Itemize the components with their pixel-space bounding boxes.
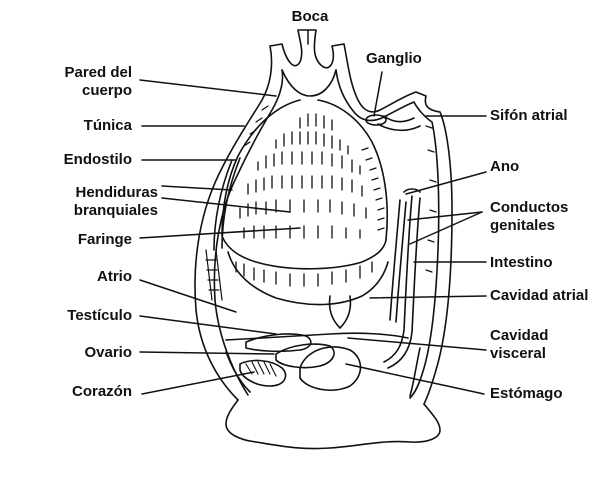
pharynx-basket	[221, 235, 387, 270]
left-wall-ladder	[205, 249, 223, 301]
label-ovario: Ovario	[84, 344, 132, 361]
pharynx-basket-lower	[227, 251, 389, 306]
label-tunica: Túnica	[83, 117, 132, 134]
ovary	[275, 343, 335, 369]
label-testiculo: Testículo	[67, 307, 132, 324]
heart	[239, 359, 287, 387]
tunic-outline	[194, 29, 453, 405]
pharynx-right-ribs	[361, 147, 385, 231]
pharynx-top	[221, 99, 389, 241]
label-sifon-atrial: Sifón atrial	[490, 107, 568, 124]
leader-lines	[139, 29, 487, 395]
heart-hatch	[245, 361, 277, 377]
ganglion	[365, 114, 387, 126]
label-corazon: Corazón	[72, 383, 132, 400]
stomach	[299, 346, 362, 391]
visceral-stalk	[328, 295, 352, 329]
label-ganglio: Ganglio	[366, 50, 422, 67]
label-faringe: Faringe	[77, 231, 132, 248]
genital-ducts	[389, 199, 407, 323]
label-cavidad-visceral: Cavidad visceral	[490, 327, 549, 362]
gill-slits	[235, 113, 373, 287]
label-endostilo: Endostilo	[63, 151, 132, 168]
atrial-siphon	[377, 115, 421, 132]
mouth-siphon	[281, 69, 337, 97]
label-estomago: Estómago	[490, 385, 563, 402]
label-hendiduras-branquiales: Hendiduras branquiales	[73, 184, 158, 219]
label-intestino: Intestino	[490, 254, 553, 271]
label-boca: Boca	[291, 8, 329, 25]
label-conductos-genitales: Conductos genitales	[490, 199, 569, 234]
endostyle	[213, 157, 241, 251]
base-outline	[225, 399, 441, 450]
label-ano: Ano	[490, 158, 520, 175]
label-atrio: Atrio	[97, 268, 132, 285]
label-cavidad-atrial: Cavidad atrial	[490, 287, 589, 304]
lower-body-line	[225, 347, 421, 397]
body-wall-hatch	[243, 105, 437, 273]
intestine	[383, 195, 421, 369]
label-pared-del-cuerpo: Pared del cuerpo	[64, 64, 132, 99]
